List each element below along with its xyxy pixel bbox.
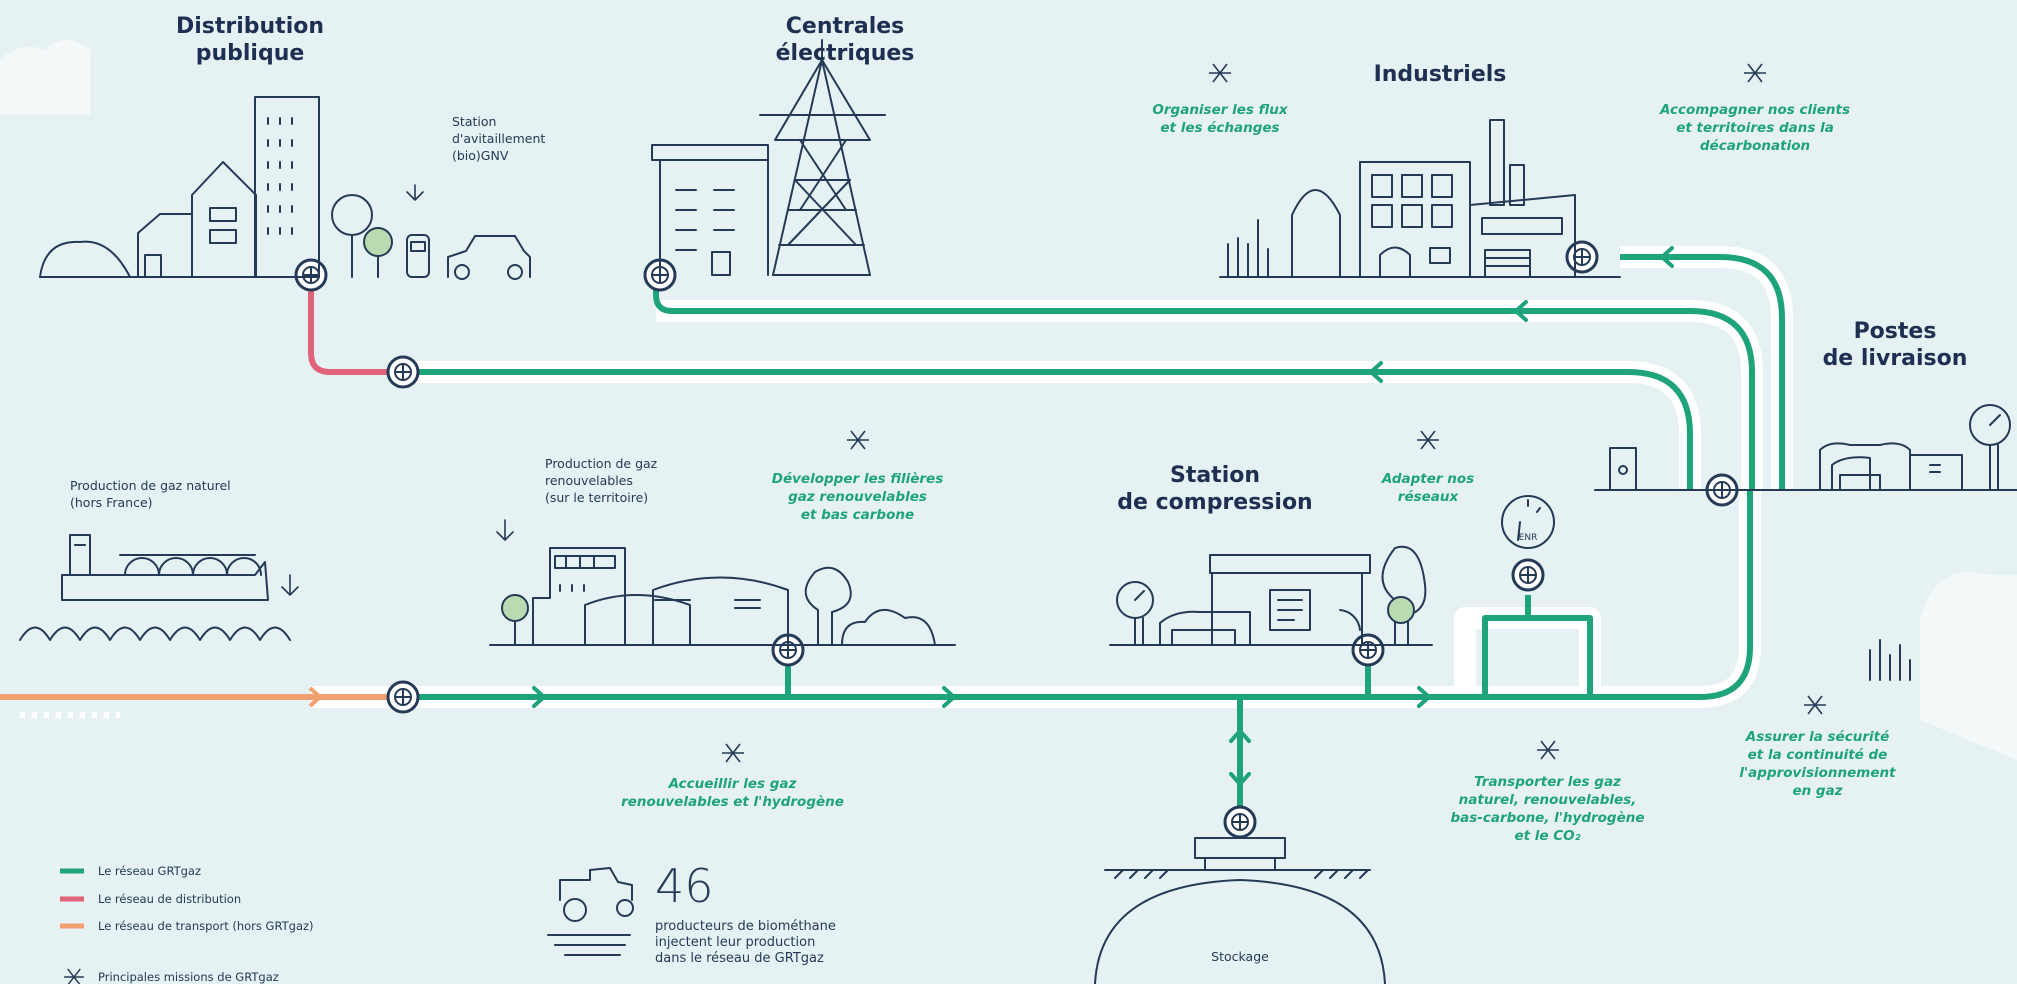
- mission-adapter: Adapter nos réseaux: [1381, 471, 1475, 505]
- tractor-icon: [547, 867, 634, 956]
- grtgaz-network-lines: [390, 254, 1785, 815]
- power-plant-illustration: [651, 39, 886, 276]
- legend-item-transport: Le réseau de transport (hors GRTgaz): [98, 919, 314, 933]
- background-clouds: [0, 40, 2017, 760]
- label-production-renouvelable: Production de gaz renouvelables (sur le …: [545, 456, 658, 505]
- biomethane-plant-illustration: [489, 519, 956, 646]
- stat-text: producteurs de biométhane injectent leur…: [655, 919, 836, 966]
- distribution-network-line: [308, 280, 390, 375]
- label-production-naturel: Production de gaz naturel (hors France): [70, 478, 231, 510]
- mission-star-icons: [721, 63, 1827, 763]
- delivery-station-illustration: [1594, 404, 2017, 491]
- stat-value: 46: [655, 859, 714, 913]
- label-stockage: Stockage: [1211, 949, 1269, 964]
- ship-illustration: [19, 534, 299, 641]
- factory-illustration: [1219, 119, 1621, 278]
- mission-organiser: Organiser les flux et les échanges: [1152, 102, 1288, 136]
- mission-accompagner: Accompagner nos clients et territoires d…: [1659, 102, 1851, 154]
- mission-accueillir: Accueillir les gaz renouvelables et l'hy…: [621, 776, 844, 810]
- storage-illustration: [1094, 837, 1386, 984]
- heading-compression: Station de compression: [1117, 463, 1313, 515]
- mission-assurer: Assurer la sécurité et la continuité de …: [1739, 729, 1896, 799]
- mission-transporter: Transporter les gaz naturel, renouvelabl…: [1450, 774, 1645, 844]
- heading-centrales: Centrales électriques: [775, 14, 915, 66]
- crop-icon: [1869, 639, 1911, 681]
- legend-star-icon: [63, 968, 85, 984]
- tree-icon: [501, 594, 529, 622]
- label-enr: ENR: [1518, 533, 1538, 543]
- legend-item-distribution: Le réseau de distribution: [98, 892, 242, 906]
- legend-missions: Principales missions de GRTgaz: [98, 970, 279, 984]
- town-illustration: [39, 96, 531, 280]
- transport-network-line: [0, 686, 390, 718]
- heading-industriels: Industriels: [1373, 62, 1507, 87]
- tree-icon: [363, 227, 393, 257]
- pipe-halos: [310, 246, 1793, 708]
- heading-distribution: Distribution publique: [175, 14, 325, 66]
- tree-icon: [1387, 596, 1415, 624]
- label-station-gnv: Station d'avitaillement (bio)GNV: [452, 114, 546, 163]
- compression-station-illustration: [1109, 495, 1555, 646]
- legend-item-grtgaz: Le réseau GRTgaz: [98, 864, 202, 878]
- mission-developper: Développer les filières gaz renouvelable…: [771, 471, 944, 523]
- heading-postes: Postes de livraison: [1822, 319, 1968, 371]
- wheat-icon: [1227, 219, 1269, 256]
- legend-swatches: [60, 868, 84, 929]
